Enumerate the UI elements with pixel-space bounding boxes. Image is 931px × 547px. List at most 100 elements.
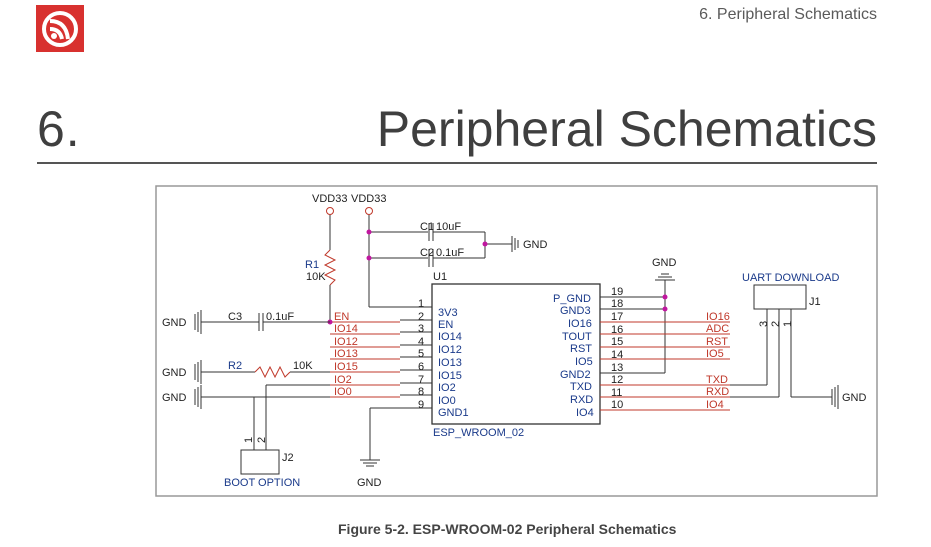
net-io15: IO15	[334, 361, 358, 373]
j1-pin2-num: 2	[770, 321, 782, 327]
net-io12: IO12	[334, 336, 358, 348]
pin-num: 11	[611, 387, 622, 399]
j2-title: BOOT OPTION	[224, 477, 300, 489]
pin-num: 16	[611, 324, 623, 336]
net-rxd: RXD	[706, 386, 729, 398]
c2-value: 0.1uF	[436, 247, 464, 259]
j2-gnd-label: GND	[162, 392, 187, 404]
vdd-left-symbol	[326, 207, 334, 215]
pin-name: IO13	[438, 357, 462, 369]
vdd-right-label: VDD33	[351, 193, 386, 205]
net-io0: IO0	[334, 386, 352, 398]
junction-pin19	[662, 294, 668, 300]
pin-num: 18	[611, 298, 623, 310]
right-gnd-label: GND	[652, 257, 677, 269]
pin-name: RST	[570, 343, 592, 355]
j2-ref: J2	[282, 452, 294, 464]
net-io2: IO2	[334, 374, 352, 386]
r1-resistor	[323, 249, 337, 286]
net-en: EN	[334, 311, 349, 323]
pin-name: IO14	[438, 331, 462, 343]
pin-num: 3	[418, 323, 424, 335]
pin-num: 13	[611, 362, 623, 374]
pin-num: 6	[418, 361, 424, 373]
r2-ref: R2	[228, 360, 242, 372]
pin-num: 17	[611, 311, 623, 323]
net-adc: ADC	[706, 323, 729, 335]
pin-name: RXD	[570, 394, 593, 406]
c3-value: 0.1uF	[266, 311, 294, 323]
net-rst: RST	[706, 336, 728, 348]
pin-name: IO5	[575, 356, 593, 368]
gnd1-label: GND	[357, 477, 382, 489]
pin-num: 4	[418, 336, 424, 348]
pin-name: EN	[438, 319, 453, 331]
vdd-right-symbol	[365, 207, 373, 215]
c2-ref: C2	[420, 247, 434, 259]
chip-right-pins: 19 P_GND 18 GND3 17 IO16 16 TOUT 15 RST …	[553, 286, 623, 419]
net-io5: IO5	[706, 348, 724, 360]
junction-cap-gnd	[482, 241, 488, 247]
pin-num: 15	[611, 336, 623, 348]
net-io16: IO16	[706, 311, 730, 323]
chip-ref: U1	[433, 271, 447, 283]
chip-name: ESP_WROOM_02	[433, 427, 524, 439]
pin-num: 1	[418, 298, 424, 310]
espressif-logo	[36, 5, 84, 52]
pin-name: 3V3	[438, 307, 458, 319]
schematic-frame	[155, 185, 878, 497]
c1-value: 10uF	[436, 221, 461, 233]
j1-gnd-label: GND	[842, 392, 867, 404]
pin-num: 19	[611, 286, 623, 298]
pin-name: IO4	[576, 407, 594, 419]
r1-ref: R1	[305, 259, 319, 271]
r2-resistor	[254, 365, 291, 379]
chapter-title: Peripheral Schematics	[376, 101, 877, 157]
j1-title: UART DOWNLOAD	[742, 272, 839, 284]
j2-body	[240, 449, 280, 475]
pin-num: 7	[418, 374, 424, 386]
junction-c2	[366, 255, 372, 261]
pin-name: IO12	[438, 344, 462, 356]
pin-name: IO0	[438, 395, 456, 407]
c3-ref: C3	[228, 311, 242, 323]
j1-pin3-num: 3	[758, 321, 770, 327]
pin-name: TOUT	[562, 331, 592, 343]
vdd-left-label: VDD33	[312, 193, 347, 205]
pin-num: 9	[418, 399, 424, 411]
junction-pin18	[662, 306, 668, 312]
pin-name: GND3	[560, 305, 591, 317]
pin-name: IO16	[568, 318, 592, 330]
j1-pin1-num: 1	[782, 321, 794, 327]
pin-name: GND2	[560, 369, 591, 381]
espressif-logo-icon	[42, 11, 78, 47]
chip-left-pins: 1 2 3V3 3 EN 4 IO14 5 IO12 6 IO13 7 IO15…	[418, 298, 469, 419]
pin-num: 5	[418, 348, 424, 360]
net-io4: IO4	[706, 399, 724, 411]
j2-pin2-num: 2	[256, 437, 268, 443]
chip-body	[431, 283, 601, 425]
pin-name: P_GND	[553, 293, 591, 305]
pin-num: 10	[611, 399, 623, 411]
pin-num: 8	[418, 386, 424, 398]
cap-gnd-label: GND	[523, 239, 548, 251]
pin-num: 12	[611, 374, 623, 386]
j1-body	[753, 284, 807, 310]
chapter-number: 6.	[37, 101, 81, 157]
j2-pin1-num: 1	[243, 437, 255, 443]
r2-value: 10K	[293, 360, 313, 372]
title-rule	[37, 162, 877, 164]
r2-gnd-label: GND	[162, 367, 187, 379]
pin-name: TXD	[570, 381, 592, 393]
net-txd: TXD	[706, 374, 728, 386]
pin-num: 2	[418, 311, 424, 323]
pin-name: GND1	[438, 407, 469, 419]
figure-caption: Figure 5-2. ESP-WROOM-02 Peripheral Sche…	[338, 521, 677, 537]
pin-name: IO15	[438, 370, 462, 382]
junction-c1	[366, 229, 372, 235]
j1-ref: J1	[809, 296, 821, 308]
c3-gnd-label: GND	[162, 317, 187, 329]
pin-name: IO2	[438, 382, 456, 394]
net-io13: IO13	[334, 348, 358, 360]
